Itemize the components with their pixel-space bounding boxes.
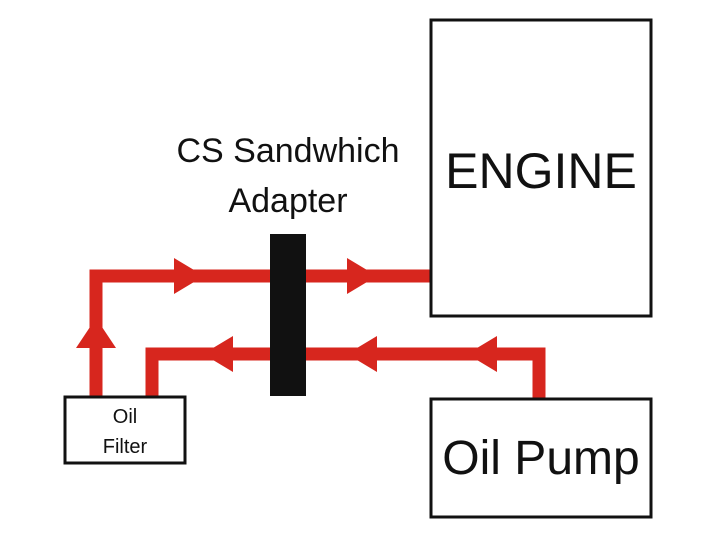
arrow-left-icon (203, 336, 233, 372)
sandwich-adapter-bar (270, 234, 306, 396)
return-flow-line (145, 336, 546, 399)
oil-filter-label-line2: Filter (103, 436, 148, 458)
adapter-label-line1: CS Sandwhich (176, 132, 399, 170)
arrow-left-icon (467, 336, 497, 372)
oil-pump-box (429, 397, 653, 519)
arrow-right-icon (347, 258, 377, 294)
arrow-up-icon (76, 318, 116, 348)
engine-box (429, 18, 653, 318)
supply-flow-line (76, 258, 431, 397)
oil-pump-label: Oil Pump (442, 432, 639, 485)
oil-filter-label-line1: Oil (113, 406, 137, 428)
supply-line-path (89, 269, 431, 397)
arrow-right-icon (174, 258, 204, 294)
oil-filter-box (63, 395, 187, 465)
return-line-path (145, 347, 546, 399)
engine-label: ENGINE (445, 143, 637, 199)
adapter-label-line2: Adapter (228, 182, 347, 220)
arrow-left-icon (347, 336, 377, 372)
